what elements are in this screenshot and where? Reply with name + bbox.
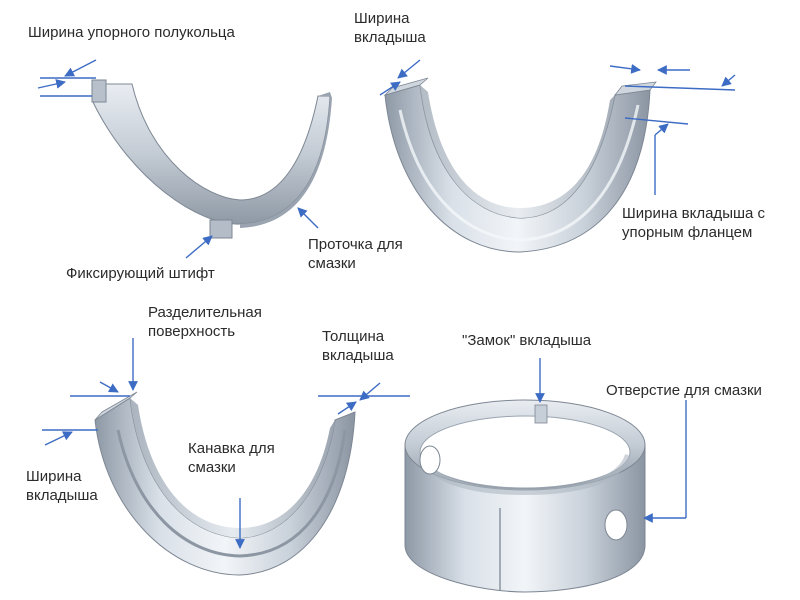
label-thickness-line1: Толщина — [322, 328, 385, 345]
label-thickness-line2: вкладыша — [322, 346, 394, 364]
side-hole-shape — [419, 445, 441, 475]
label-shell-width-bottom-line2: вкладыша — [26, 486, 98, 504]
label-flanged-width-line2: упорным фланцем — [622, 223, 753, 241]
label-flanged-width-line1: Ширина вкладыша с — [622, 205, 766, 222]
label-oil-groove-turn-line1: Проточка для — [308, 236, 403, 253]
label-thickness: Толщина вкладыша — [322, 328, 394, 366]
flanged-bearing-shell — [383, 77, 657, 253]
label-parting-surface-line1: Разделительная — [148, 304, 262, 321]
label-oil-channel-line1: Канавка для — [188, 440, 275, 457]
label-oil-channel-line2: смазки — [188, 458, 236, 476]
label-oil-hole: Отверстие для смазки — [606, 382, 762, 399]
label-shell-width-bottom-line1: Ширина — [26, 468, 82, 485]
label-thrust-ring-width: Ширина упорного полукольца — [28, 24, 235, 41]
lock-tab-shape — [534, 404, 548, 424]
label-oil-groove-turn-line2: смазки — [308, 254, 356, 272]
locating-pin-shape — [209, 219, 233, 239]
label-parting-surface: Разделительная поверхность — [148, 304, 262, 342]
label-lock-tab: "Замок" вкладыша — [462, 332, 592, 349]
label-shell-width-top-line1: Ширина — [354, 10, 410, 27]
label-shell-width-bottom: Ширина вкладыша — [26, 468, 98, 506]
thrust-half-ring — [91, 79, 332, 239]
label-shell-width-top: Ширина вкладыша — [354, 10, 426, 48]
label-flanged-width: Ширина вкладыша с упорным фланцем — [622, 205, 765, 243]
grooved-bearing-shell — [94, 391, 356, 576]
label-oil-channel: Канавка для смазки — [188, 440, 275, 478]
arrows — [37, 59, 736, 549]
label-locating-pin: Фиксирующий штифт — [66, 265, 215, 282]
full-bearing-ring — [404, 399, 646, 593]
oil-hole-shape — [604, 509, 628, 541]
label-oil-groove-turn: Проточка для смазки — [308, 236, 403, 274]
label-shell-width-top-line2: вкладыша — [354, 28, 426, 46]
label-parting-surface-line2: поверхность — [148, 322, 236, 340]
